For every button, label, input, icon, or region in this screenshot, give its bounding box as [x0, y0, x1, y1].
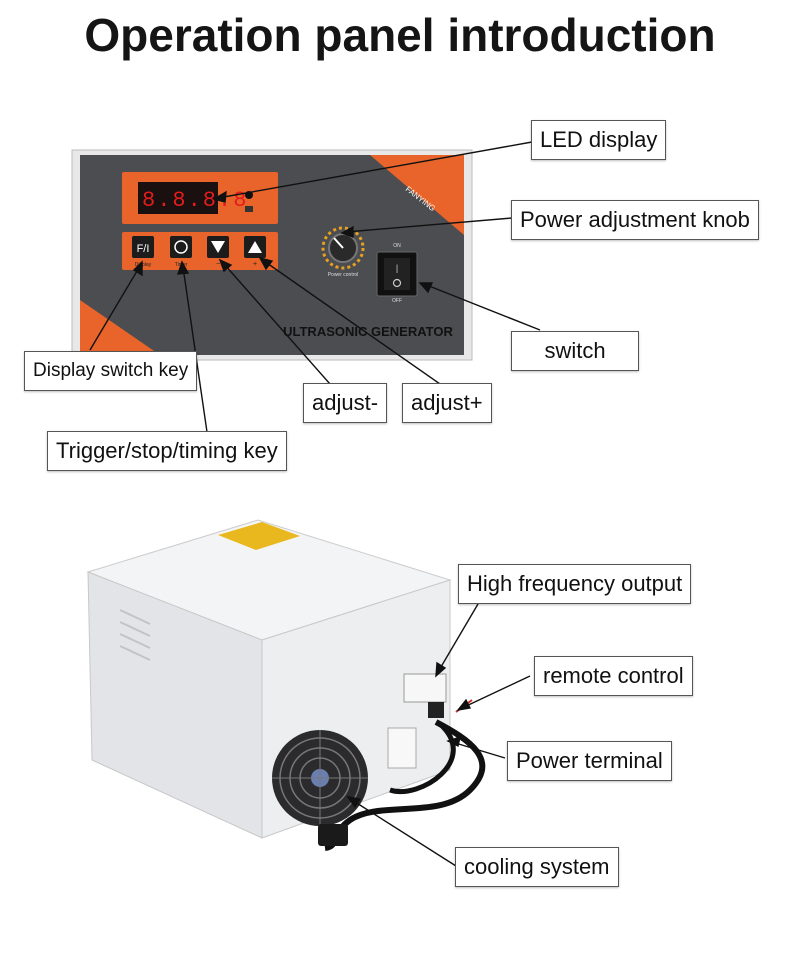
- power-switch[interactable]: |: [376, 251, 418, 297]
- down-arrow-icon: [211, 241, 225, 253]
- label-high-frequency-output: High frequency output: [458, 564, 692, 604]
- control-panel: FANYING 8.8.8.8 F/I Display Timer −: [71, 149, 473, 361]
- label-power-terminal: Power terminal: [507, 741, 672, 781]
- callout-lines: [89, 141, 541, 867]
- power-plug: [318, 824, 348, 846]
- remote-port: [428, 702, 444, 718]
- output-terminal: [403, 673, 447, 703]
- adjust-plus-key[interactable]: [244, 236, 266, 258]
- label-remote-control: remote control: [534, 656, 693, 696]
- warning-sticker: [218, 522, 300, 550]
- generator-unit: [86, 519, 486, 851]
- up-arrow-icon: [248, 241, 262, 253]
- label-switch: switch: [511, 331, 639, 371]
- adjust-minus-key[interactable]: [207, 236, 229, 258]
- svg-text:Power control: Power control: [328, 272, 359, 278]
- key-strip: [122, 232, 278, 270]
- fi-key[interactable]: F/I: [132, 236, 154, 258]
- cooling-fan: [272, 730, 368, 826]
- nameplate: [387, 727, 417, 769]
- label-led-display: LED display: [531, 120, 667, 160]
- svg-text:ON: ON: [393, 243, 401, 249]
- timer-icon: [174, 240, 188, 254]
- led-digits: 8.8.8.8: [142, 188, 248, 213]
- orange-corner-bottom: [80, 300, 160, 355]
- label-cooling-system: cooling system: [455, 847, 619, 887]
- label-power-knob: Power adjustment knob: [511, 200, 759, 240]
- timer-key[interactable]: [170, 236, 192, 258]
- page-title: Operation panel introduction: [84, 9, 716, 61]
- label-adjust-minus: adjust-: [303, 383, 388, 423]
- label-trigger-key: Trigger/stop/timing key: [47, 431, 287, 471]
- svg-text:|: |: [396, 263, 398, 273]
- svg-text:−: −: [216, 261, 220, 268]
- led-display: [138, 182, 218, 214]
- label-adjust-plus: adjust+: [402, 383, 492, 423]
- svg-text:+: +: [253, 261, 257, 268]
- svg-text:F/I: F/I: [137, 243, 150, 255]
- generator-name: ULTRASONIC GENERATOR: [283, 324, 453, 339]
- label-display-switch-key: Display switch key: [24, 351, 198, 391]
- svg-text:Display: Display: [135, 262, 152, 268]
- svg-text:OFF: OFF: [392, 298, 402, 304]
